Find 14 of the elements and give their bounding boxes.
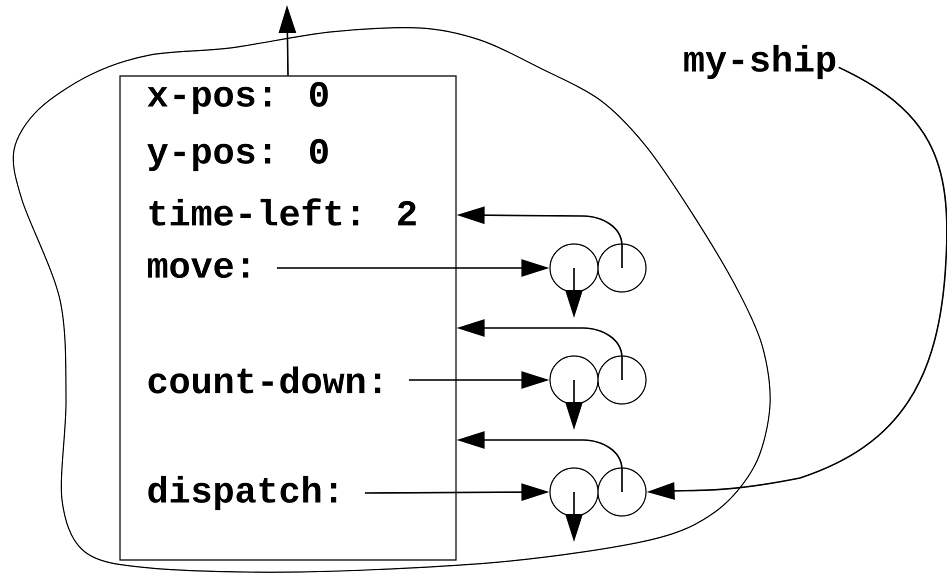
frame-box <box>119 75 457 561</box>
procedure-circle <box>597 467 647 517</box>
procedure-circle <box>597 243 647 293</box>
binding-label: dispatch: <box>148 476 336 510</box>
binding-label: x-pos: 0 <box>148 82 328 114</box>
procedure-circle <box>597 355 647 405</box>
variable-label: my-ship <box>684 44 836 80</box>
binding-label: y-pos: 0 <box>147 138 328 172</box>
procedure-circle <box>549 355 599 405</box>
binding-label: count-down: <box>148 366 380 394</box>
binding-label: time-left: 2 <box>150 198 416 226</box>
procedure-circle <box>549 243 599 293</box>
procedure-circle <box>549 467 599 517</box>
binding-label: move: <box>148 258 248 278</box>
